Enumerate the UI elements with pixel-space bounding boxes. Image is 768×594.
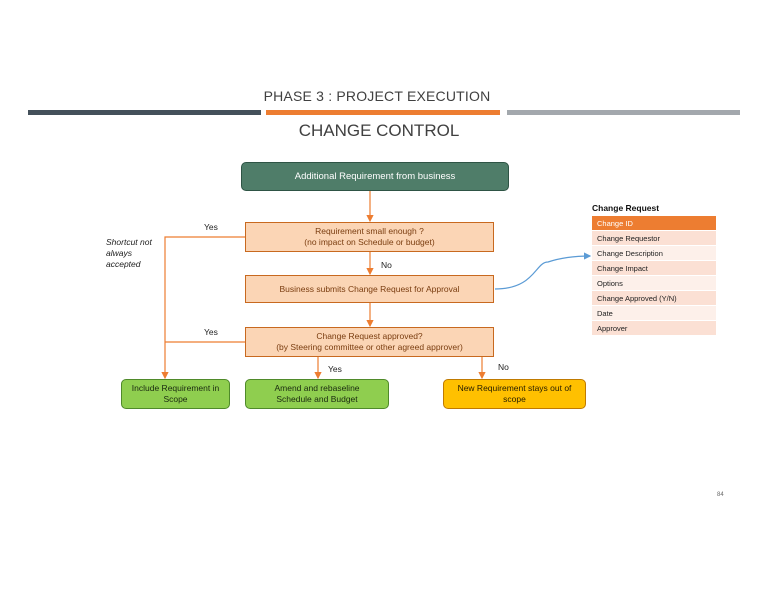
divider-bar-left: [28, 110, 261, 115]
field-name: Change ID: [592, 216, 694, 230]
label-no-q2: No: [498, 362, 509, 372]
phase-title: PHASE 3 : PROJECT EXECUTION: [263, 88, 491, 104]
decision-change-approved: Change Request approved? (by Steering co…: [245, 327, 494, 357]
field-value: [694, 321, 716, 335]
field-value: [694, 306, 716, 320]
table-row: Options: [592, 276, 716, 290]
process-submit-change-request: Business submits Change Request for Appr…: [245, 275, 494, 303]
page-number: 84: [717, 492, 724, 498]
field-name: Approver: [592, 321, 694, 335]
field-value: [694, 246, 716, 260]
table-row: Change ID: [592, 216, 716, 230]
label-yes-q2-left: Yes: [204, 327, 218, 337]
field-value: [694, 216, 716, 230]
outcome-include-in-scope: Include Requirement in Scope: [121, 379, 230, 409]
field-value: [694, 291, 716, 305]
field-value: [694, 261, 716, 275]
outcome-out-of-scope: New Requirement stays out of scope: [443, 379, 586, 409]
change-request-table: Change ID Change Requestor Change Descri…: [592, 215, 716, 336]
field-name: Date: [592, 306, 694, 320]
table-row: Date: [592, 306, 716, 320]
table-row: Approver: [592, 321, 716, 335]
shortcut-note: Shortcut not always accepted: [106, 237, 152, 269]
change-request-title: Change Request: [592, 203, 660, 213]
section-title: CHANGE CONTROL: [298, 121, 460, 140]
field-name: Change Description: [592, 246, 694, 260]
label-yes-q2-down: Yes: [328, 364, 342, 374]
outcome-amend-rebaseline: Amend and rebaseline Schedule and Budget: [245, 379, 389, 409]
arrow-q1-yes-to-include: [161, 236, 245, 380]
field-name: Change Requestor: [592, 231, 694, 245]
field-value: [694, 231, 716, 245]
label-no-q1: No: [381, 260, 392, 270]
table-row: Change Approved (Y/N): [592, 291, 716, 305]
start-node: Additional Requirement from business: [241, 162, 509, 191]
table-row: Change Description: [592, 246, 716, 260]
arrow-submit-to-change-request: [494, 252, 592, 290]
field-name: Change Impact: [592, 261, 694, 275]
divider-bar-center: [266, 110, 500, 115]
table-row: Change Impact: [592, 261, 716, 275]
table-row: Change Requestor: [592, 231, 716, 245]
label-yes-q1: Yes: [204, 222, 218, 232]
divider-bar-right: [507, 110, 740, 115]
decision-small-enough: Requirement small enough ? (no impact on…: [245, 222, 494, 252]
field-value: [694, 276, 716, 290]
field-name: Options: [592, 276, 694, 290]
field-name: Change Approved (Y/N): [592, 291, 694, 305]
